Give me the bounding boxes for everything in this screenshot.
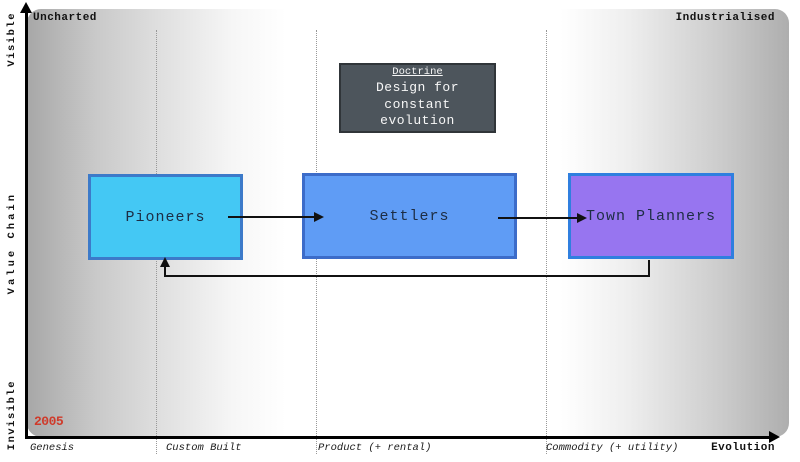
node-settlers: Settlers <box>302 173 517 259</box>
node-town-planners: Town Planners <box>568 173 734 259</box>
x-axis-label-evolution: Evolution <box>711 442 775 454</box>
label-industrialised: Industrialised <box>675 12 775 24</box>
stage-label-genesis: Genesis <box>30 442 75 454</box>
stage-label-commodity: Commodity (+ utility) <box>546 442 679 454</box>
feedback-arrow-segment-down <box>648 260 650 277</box>
label-uncharted: Uncharted <box>33 12 97 24</box>
feedback-arrow-segment-across <box>164 275 650 277</box>
x-axis-line <box>25 436 771 439</box>
y-axis-arrowhead-icon <box>20 2 32 13</box>
arrow-pioneers-to-settlers <box>228 216 315 218</box>
y-axis-label-visible: Visible <box>6 12 18 67</box>
doctrine-body: Design for constant evolution <box>375 79 459 129</box>
year-label: 2005 <box>34 414 64 429</box>
feedback-arrow-head-icon <box>160 257 170 267</box>
arrow-settlers-to-town-planners-head-icon <box>577 213 587 223</box>
stage-label-custom-built: Custom Built <box>166 442 242 454</box>
x-axis-arrowhead-icon <box>769 431 780 443</box>
arrow-pioneers-to-settlers-head-icon <box>314 212 324 222</box>
y-axis-label-invisible: Invisible <box>6 380 18 451</box>
node-pioneers: Pioneers <box>88 174 243 260</box>
node-town-planners-label: Town Planners <box>585 207 717 225</box>
node-pioneers-label: Pioneers <box>125 208 206 226</box>
node-settlers-label: Settlers <box>369 207 450 225</box>
stage-label-product: Product (+ rental) <box>318 442 432 454</box>
arrow-settlers-to-town-planners <box>498 217 578 219</box>
doctrine-title: Doctrine <box>392 65 443 78</box>
doctrine-box: Doctrine Design for constant evolution <box>339 63 496 133</box>
y-axis-line <box>25 11 28 437</box>
y-axis-label-value-chain: Value Chain <box>6 192 18 295</box>
stage-gridline <box>546 30 547 454</box>
feedback-arrow-segment-up <box>164 266 166 277</box>
